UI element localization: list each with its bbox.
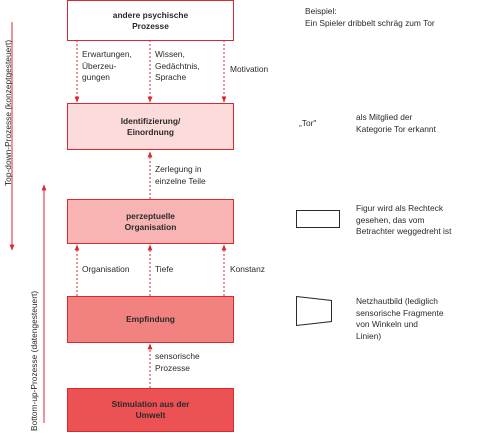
top-down-label: Top-down-Prozesse (konzeptgesteuert) <box>3 39 13 186</box>
box-andere-psychische-prozesse: andere psychische Prozesse <box>67 0 234 41</box>
rectangle-shape <box>296 210 340 233</box>
example-ident-text: als Mitglied der Kategorie Tor erkannt <box>356 112 436 134</box>
box-empfindung: Empfindung <box>67 296 234 343</box>
label-sensorische-prozesse: sensorische Prozesse <box>155 351 200 373</box>
label-motivation: Motivation <box>230 64 269 74</box>
box-title: perzeptuelle Organisation <box>124 210 177 232</box>
box-title: Identifizierung/ Einordnung <box>120 115 181 137</box>
box-title: Empfindung <box>126 314 175 325</box>
label-wissen: Wissen, Gedächtnis, Sprache <box>155 49 200 83</box>
example-emp-text: Netzhautbild (lediglich sensorische Frag… <box>356 296 444 341</box>
label-tiefe: Tiefe <box>155 264 174 274</box>
box-title: Stimulation aus der Umwelt <box>111 399 190 420</box>
label-erwartungen: Erwartungen, Überzeu- gungen <box>82 49 132 83</box>
box-perzeptuelle-organisation: perzeptuelle Organisation <box>67 199 234 244</box>
label-konstanz: Konstanz <box>230 264 265 274</box>
bottom-up-label: Bottom-up-Prozesse (datengesteuert) <box>29 290 39 431</box>
box-title: andere psychische Prozesse <box>112 9 189 31</box>
example-tor-term: „Tor" <box>299 118 317 128</box>
example-org-text: Figur wird als Rechteck gesehen, das vom… <box>356 203 452 237</box>
box-identifizierung: Identifizierung/ Einordnung <box>67 103 234 150</box>
example-heading: Beispiel: Ein Spieler dribbelt schräg zu… <box>305 6 435 28</box>
box-stimulation: Stimulation aus der Umwelt <box>67 388 234 432</box>
label-organisation: Organisation <box>82 264 130 274</box>
label-zerlegung: Zerlegung in einzelne Teile <box>155 164 206 186</box>
trapezoid-shape <box>296 295 332 331</box>
